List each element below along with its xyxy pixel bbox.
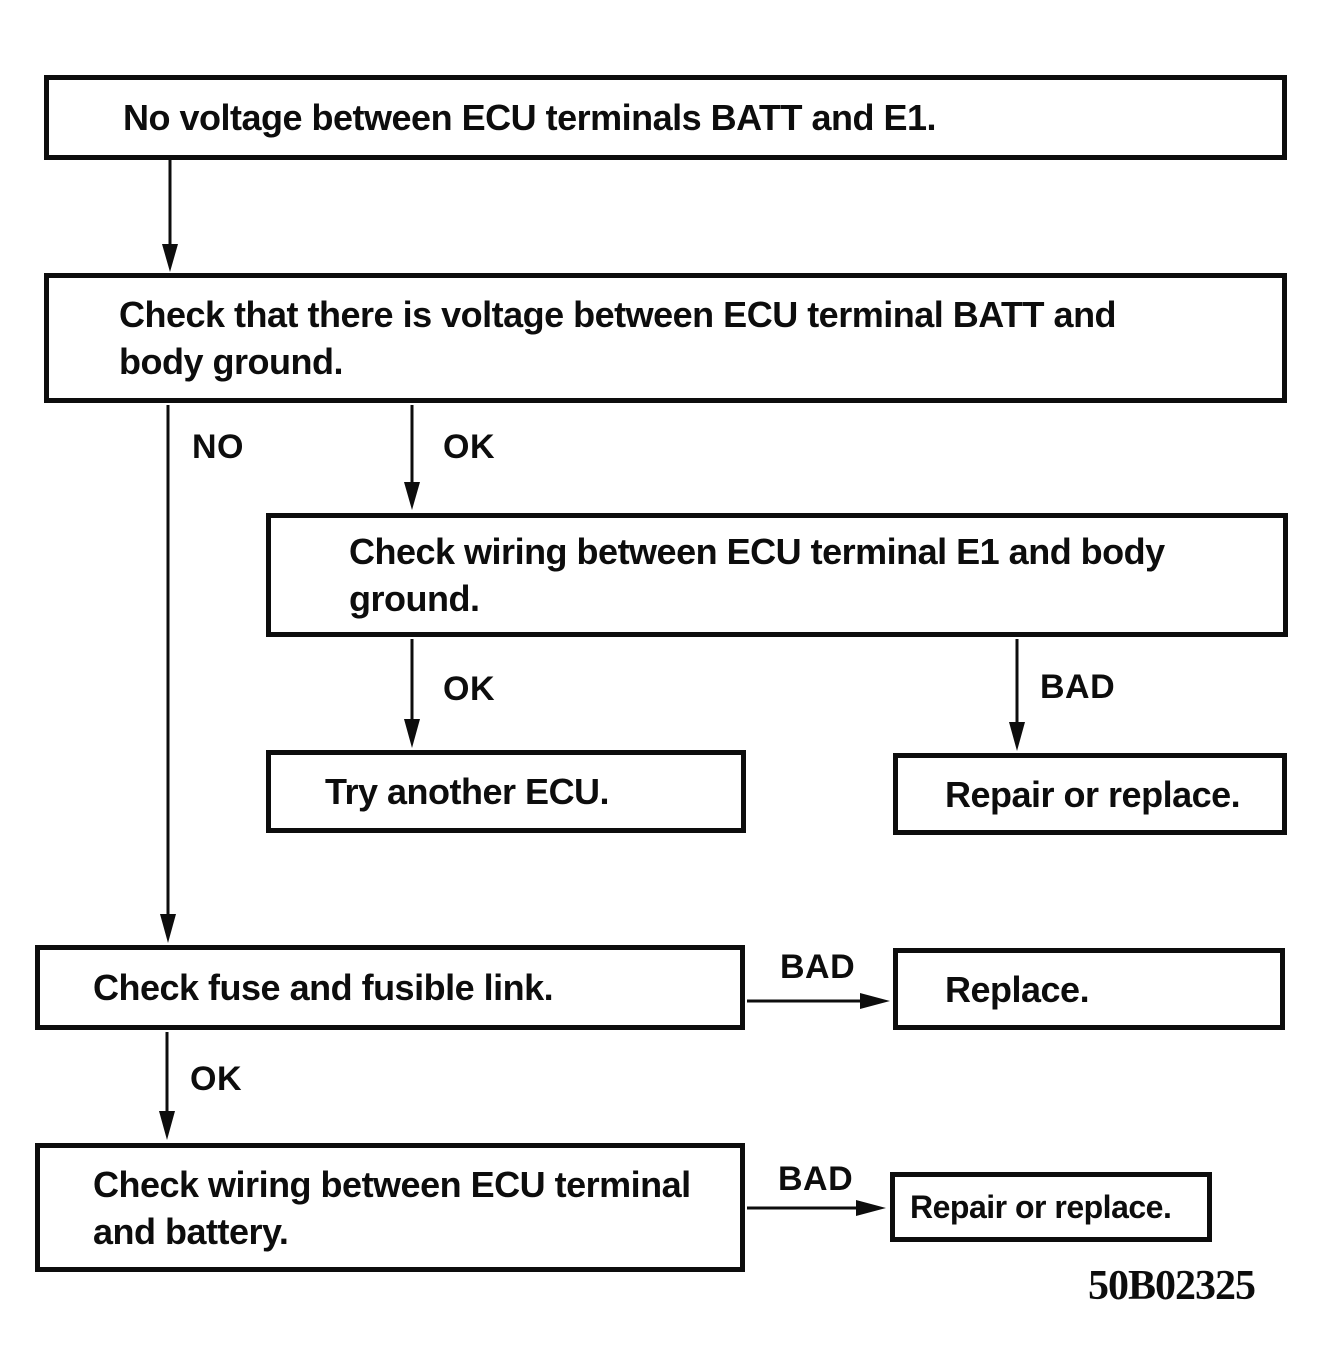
edge-label-bad-1: BAD [1040,668,1116,706]
figure-code: 50B02325 [1088,1263,1256,1309]
arrow-ok-to-try-another-ecu [404,639,420,748]
node-check-wiring-battery: Check wiring between ECU terminal and ba… [35,1143,745,1272]
node-replace: Replace. [893,948,1285,1030]
node-start: No voltage between ECU terminals BATT an… [44,75,1287,160]
node-try-another-ecu: Try another ECU. [266,750,746,833]
edge-label-bad-3: BAD [778,1160,854,1198]
arrow-start-to-check-batt [162,160,178,272]
edge-label-ok-2: OK [443,670,495,708]
arrow-bad-to-replace [747,993,890,1009]
arrow-ok-to-check-wiring-battery [159,1032,175,1140]
node-repair-or-replace-top: Repair or replace. [893,753,1287,835]
edge-label-no-1: NO [192,428,244,466]
arrow-bad-to-repair-replace-bottom [747,1200,886,1216]
node-repair-or-replace-bottom: Repair or replace. [890,1172,1212,1242]
arrow-bad-to-repair-replace-top [1009,639,1025,751]
node-check-fuse: Check fuse and fusible link. [35,945,745,1030]
node-check-batt-body-ground: Check that there is voltage between ECU … [44,273,1287,403]
node-check-wiring-e1: Check wiring between ECU terminal E1 and… [266,513,1288,637]
edge-label-bad-2: BAD [780,948,856,986]
arrow-ok-to-check-wiring-e1 [404,405,420,510]
edge-label-ok-1: OK [443,428,495,466]
edge-label-ok-3: OK [190,1060,242,1098]
arrow-no-to-check-fuse [160,405,176,943]
